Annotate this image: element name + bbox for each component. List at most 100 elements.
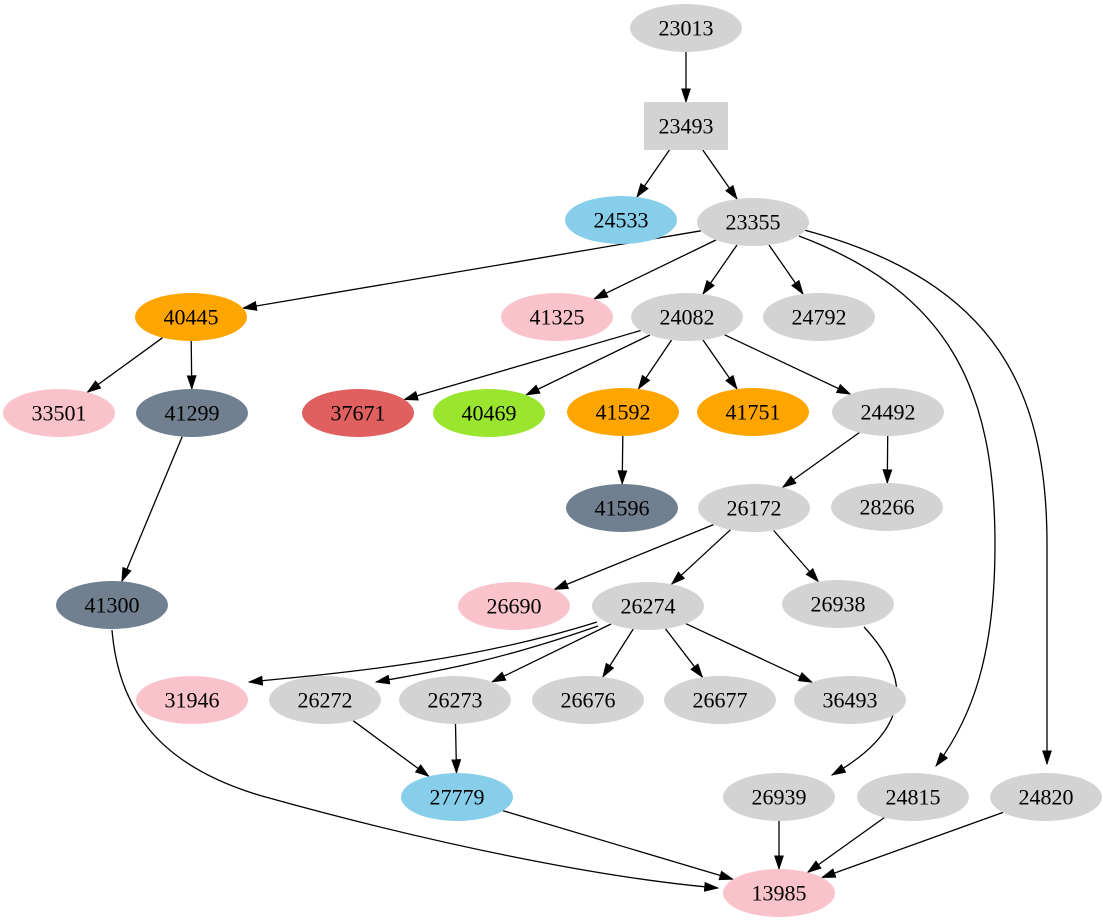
node-ellipse-shape [565, 196, 677, 244]
edge-23355-24820 [803, 229, 1052, 766]
edge-23493-23355 [702, 149, 738, 201]
node-label: 26677 [693, 688, 748, 713]
edge-24082-41751 [702, 339, 738, 391]
edge-24082-41592 [637, 339, 673, 390]
edge-24082-24492 [724, 334, 852, 395]
node-36493: 36493 [794, 676, 906, 724]
node-label: 26172 [727, 496, 782, 521]
edge-26274-26272 [374, 625, 599, 685]
node-37671: 37671 [302, 389, 414, 437]
node-label: 33501 [32, 401, 87, 426]
edge-26172-26274 [670, 529, 731, 586]
edge-27779-13985 [502, 810, 735, 881]
node-26938: 26938 [782, 580, 894, 628]
node-33501: 33501 [3, 389, 115, 437]
node-ellipse-shape [697, 388, 809, 436]
node-ellipse-shape [3, 389, 115, 437]
node-26272: 26272 [269, 676, 381, 724]
node-ellipse-shape [723, 773, 835, 821]
node-label: 41299 [165, 401, 220, 426]
edge-41300-13985 [111, 629, 720, 892]
node-ellipse-shape [566, 484, 678, 532]
node-23493: 23493 [644, 102, 728, 150]
edge-40445-41299 [186, 340, 197, 391]
node-26172: 26172 [698, 484, 810, 532]
node-ellipse-shape [832, 388, 944, 436]
node-label: 23355 [726, 210, 781, 235]
node-ellipse-shape [794, 676, 906, 724]
node-label: 40469 [462, 401, 517, 426]
node-label: 26274 [621, 594, 676, 619]
node-41325: 41325 [501, 293, 613, 341]
node-23355: 23355 [697, 198, 809, 246]
node-box-shape [644, 102, 728, 150]
node-ellipse-shape [831, 483, 943, 531]
node-28266: 28266 [831, 483, 943, 531]
edge-23355-24792 [768, 244, 804, 296]
node-ellipse-shape [990, 773, 1102, 821]
edge-24815-13985 [806, 817, 885, 874]
edge-41299-41300 [121, 436, 183, 583]
edge-26274-31946 [247, 621, 598, 686]
node-ellipse-shape [501, 293, 613, 341]
node-31946: 31946 [136, 676, 248, 724]
node-ellipse-shape [630, 4, 742, 52]
node-27779: 27779 [401, 773, 513, 821]
node-26273: 26273 [399, 676, 511, 724]
node-label: 24820 [1019, 785, 1074, 810]
node-41300: 41300 [56, 581, 168, 629]
node-41751: 41751 [697, 388, 809, 436]
node-label: 24792 [792, 305, 847, 330]
node-ellipse-shape [697, 198, 809, 246]
node-26274: 26274 [592, 582, 704, 630]
edge-26274-26273 [490, 623, 612, 683]
node-label: 31946 [165, 688, 220, 713]
node-ellipse-shape [136, 389, 248, 437]
node-label: 24492 [861, 400, 916, 425]
node-label: 26690 [487, 594, 542, 619]
node-ellipse-shape [698, 484, 810, 532]
node-24082: 24082 [631, 293, 743, 341]
node-26690: 26690 [458, 582, 570, 630]
edge-26172-26690 [553, 523, 714, 591]
node-41592: 41592 [567, 388, 679, 436]
node-26939: 26939 [723, 773, 835, 821]
node-ellipse-shape [567, 388, 679, 436]
node-ellipse-shape [664, 676, 776, 724]
node-label: 23013 [659, 16, 714, 41]
edge-24082-37671 [403, 329, 641, 401]
node-label: 28266 [860, 495, 915, 520]
node-ellipse-shape [857, 773, 969, 821]
node-label: 24815 [886, 785, 941, 810]
node-label: 26939 [752, 785, 807, 810]
node-26677: 26677 [664, 676, 776, 724]
node-40469: 40469 [433, 389, 545, 437]
node-label: 41751 [726, 400, 781, 425]
node-ellipse-shape [269, 676, 381, 724]
edge-41592-41596 [617, 435, 628, 486]
node-label: 13985 [752, 881, 807, 906]
edge-40445-33501 [86, 337, 163, 394]
edge-24820-13985 [820, 811, 1004, 879]
node-ellipse-shape [723, 869, 835, 917]
node-41299: 41299 [136, 389, 248, 437]
node-ellipse-shape [399, 676, 511, 724]
node-label: 36493 [823, 688, 878, 713]
node-26676: 26676 [532, 676, 644, 724]
node-ellipse-shape [458, 582, 570, 630]
edge-26273-27779 [451, 723, 462, 775]
node-ellipse-shape [136, 676, 248, 724]
node-40445: 40445 [135, 293, 247, 341]
node-ellipse-shape [56, 581, 168, 629]
node-label: 23493 [659, 114, 714, 139]
edge-26274-36493 [685, 623, 814, 683]
node-label: 26272 [298, 688, 353, 713]
node-label: 40445 [164, 305, 219, 330]
node-24815: 24815 [857, 773, 969, 821]
node-ellipse-shape [433, 389, 545, 437]
node-24792: 24792 [763, 293, 875, 341]
node-ellipse-shape [763, 293, 875, 341]
node-label: 41596 [595, 496, 650, 521]
